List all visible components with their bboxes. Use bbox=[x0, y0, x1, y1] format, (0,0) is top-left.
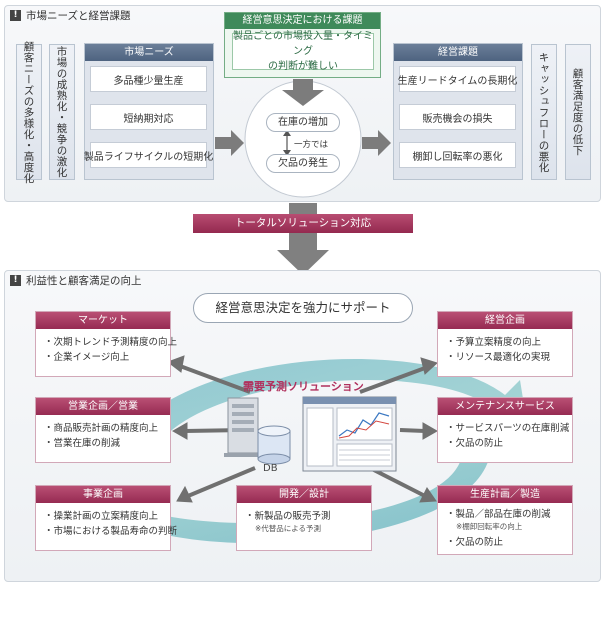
decision-issue-text: 製品ごとの市場投入量・タイミング の判断が難しい bbox=[232, 31, 374, 72]
card-title: メンテナンスサービス bbox=[438, 398, 572, 415]
group-header: 経営課題 bbox=[394, 44, 522, 61]
arrowhead-icon bbox=[422, 422, 439, 440]
market-need-item: 短納期対応 bbox=[90, 104, 207, 130]
card-line: ・企業イメージ向上 bbox=[44, 352, 130, 363]
vertical-label: 市場の成熟化・競争の激化 bbox=[55, 46, 68, 178]
section-title-text: 市場ニーズと経営課題 bbox=[26, 10, 131, 22]
arrowhead-icon bbox=[166, 355, 185, 373]
section-title-profit: ! 利益性と顧客満足の向上 bbox=[10, 273, 142, 288]
card-line: ・営業在庫の削減 bbox=[44, 438, 121, 449]
card-line: ・欠品の防止 bbox=[446, 438, 504, 449]
market-need-item: 製品ライフサイクルの短期化 bbox=[84, 142, 213, 168]
card-title: 営業企画／営業 bbox=[36, 398, 170, 415]
connector-line bbox=[399, 428, 426, 433]
card-management-planning: 経営企画 ・予算立案精度の向上 ・リソース最適化の実現 bbox=[437, 311, 573, 377]
section-title-text: 利益性と顧客満足の向上 bbox=[26, 275, 142, 287]
decision-issue-header: 経営意思決定における課題 bbox=[225, 13, 380, 29]
group-header: 市場ニーズ bbox=[85, 44, 213, 61]
vertical-box-customer-satisfaction: 顧客満足度の低下 bbox=[565, 44, 591, 180]
database-icon bbox=[257, 425, 291, 465]
management-issue-item: 販売機会の損失 bbox=[399, 104, 516, 130]
strong-support-pill: 経営意思決定を強力にサポート bbox=[193, 293, 413, 323]
card-title: 経営企画 bbox=[438, 312, 572, 329]
card-line: ・製品／部品在庫の削減 bbox=[446, 509, 551, 520]
vertical-box-cashflow: キャッシュフローの悪化 bbox=[531, 44, 557, 180]
card-development: 開発／設計 ・新製品の販売予測 ※代替品による予測 bbox=[236, 485, 372, 551]
software-screen-icon bbox=[302, 396, 397, 472]
down-arrow-icon bbox=[282, 79, 324, 106]
vertical-label: 顧客満足度の低下 bbox=[571, 68, 584, 156]
arrowhead-icon bbox=[176, 485, 193, 503]
arrowhead-icon bbox=[419, 487, 437, 503]
arrowhead-down-icon bbox=[283, 150, 291, 156]
right-arrow-icon bbox=[362, 130, 391, 156]
vertical-label: キャッシュフローの悪化 bbox=[537, 51, 550, 173]
card-title: マーケット bbox=[36, 312, 170, 329]
management-issue-item: 生産リードタイムの長期化 bbox=[398, 66, 517, 92]
card-note: ※棚卸回転率の向上 bbox=[456, 522, 523, 531]
exclamation-icon: ! bbox=[10, 10, 21, 21]
market-need-item: 多品種少量生産 bbox=[90, 66, 207, 92]
card-sales: 営業企画／営業 ・商品販売計画の精度向上 ・営業在庫の削減 bbox=[35, 397, 171, 463]
total-solution-band: トータルソリューション対応 bbox=[193, 214, 413, 233]
decision-issue-line: 製品ごとの市場投入量・タイミング bbox=[233, 31, 373, 57]
connector-line bbox=[179, 364, 251, 394]
card-line: ・商品販売計画の精度向上 bbox=[44, 423, 159, 434]
section-title-market-issues: ! 市場ニーズと経営課題 bbox=[10, 8, 130, 23]
card-note: ※代替品による予測 bbox=[255, 524, 322, 533]
arrowhead-icon bbox=[171, 422, 188, 440]
card-line: ・操業計画の立案精度向上 bbox=[44, 511, 159, 522]
card-production: 生産計画／製造 ・製品／部品在庫の削減 ※棚卸回転率の向上 ・欠品の防止 bbox=[437, 485, 573, 555]
on-the-other-hand-label: 一方では bbox=[294, 140, 329, 150]
card-line: ・市場における製品寿命の判断 bbox=[44, 526, 178, 537]
cycle-arc-upper bbox=[120, 359, 528, 460]
inventory-increase-pill: 在庫の増加 bbox=[266, 113, 340, 132]
vertical-box-customer-needs: 顧客ニーズの多様化・高度化 bbox=[16, 41, 42, 184]
arrowhead-icon bbox=[420, 357, 438, 375]
cycle-arc-lower bbox=[92, 455, 490, 544]
card-line: ・サービスパーツの在庫削減 bbox=[446, 423, 570, 434]
server-icon bbox=[224, 397, 262, 457]
stockout-pill: 欠品の発生 bbox=[266, 154, 340, 173]
demand-forecast-label: 需要予測ソリューション bbox=[243, 380, 364, 393]
card-title: 開発／設計 bbox=[237, 486, 371, 503]
connector-line bbox=[359, 366, 426, 394]
connector-line bbox=[369, 466, 426, 498]
db-label: DB bbox=[263, 463, 278, 474]
decision-issue-line: の判断が難しい bbox=[268, 61, 338, 72]
card-line: ・予算立案精度の向上 bbox=[446, 337, 542, 348]
card-line: ・欠品の防止 bbox=[446, 537, 504, 548]
card-line: ・新製品の販売予測 bbox=[245, 511, 331, 522]
card-marketing: マーケット ・次期トレンド予測精度の向上 ・企業イメージ向上 bbox=[35, 311, 178, 377]
management-issue-item: 棚卸し回転率の悪化 bbox=[399, 142, 516, 168]
right-arrow-icon bbox=[215, 130, 244, 156]
card-line: ・次期トレンド予測精度の向上 bbox=[44, 337, 178, 348]
arrowhead-up-icon bbox=[283, 130, 291, 136]
card-maintenance: メンテナンスサービス ・サービスパーツの在庫削減 ・欠品の防止 bbox=[437, 397, 573, 463]
card-line: ・リソース最適化の実現 bbox=[446, 352, 551, 363]
exclamation-icon: ! bbox=[10, 275, 21, 286]
vertical-box-market-maturity: 市場の成熟化・競争の激化 bbox=[49, 44, 75, 180]
vertical-label: 顧客ニーズの多様化・高度化 bbox=[22, 40, 35, 184]
card-business-planning: 事業企画 ・操業計画の立案精度向上 ・市場における製品寿命の判断 bbox=[35, 485, 178, 551]
card-title: 生産計画／製造 bbox=[438, 486, 572, 503]
connector-line bbox=[187, 466, 256, 498]
card-title: 事業企画 bbox=[36, 486, 170, 503]
